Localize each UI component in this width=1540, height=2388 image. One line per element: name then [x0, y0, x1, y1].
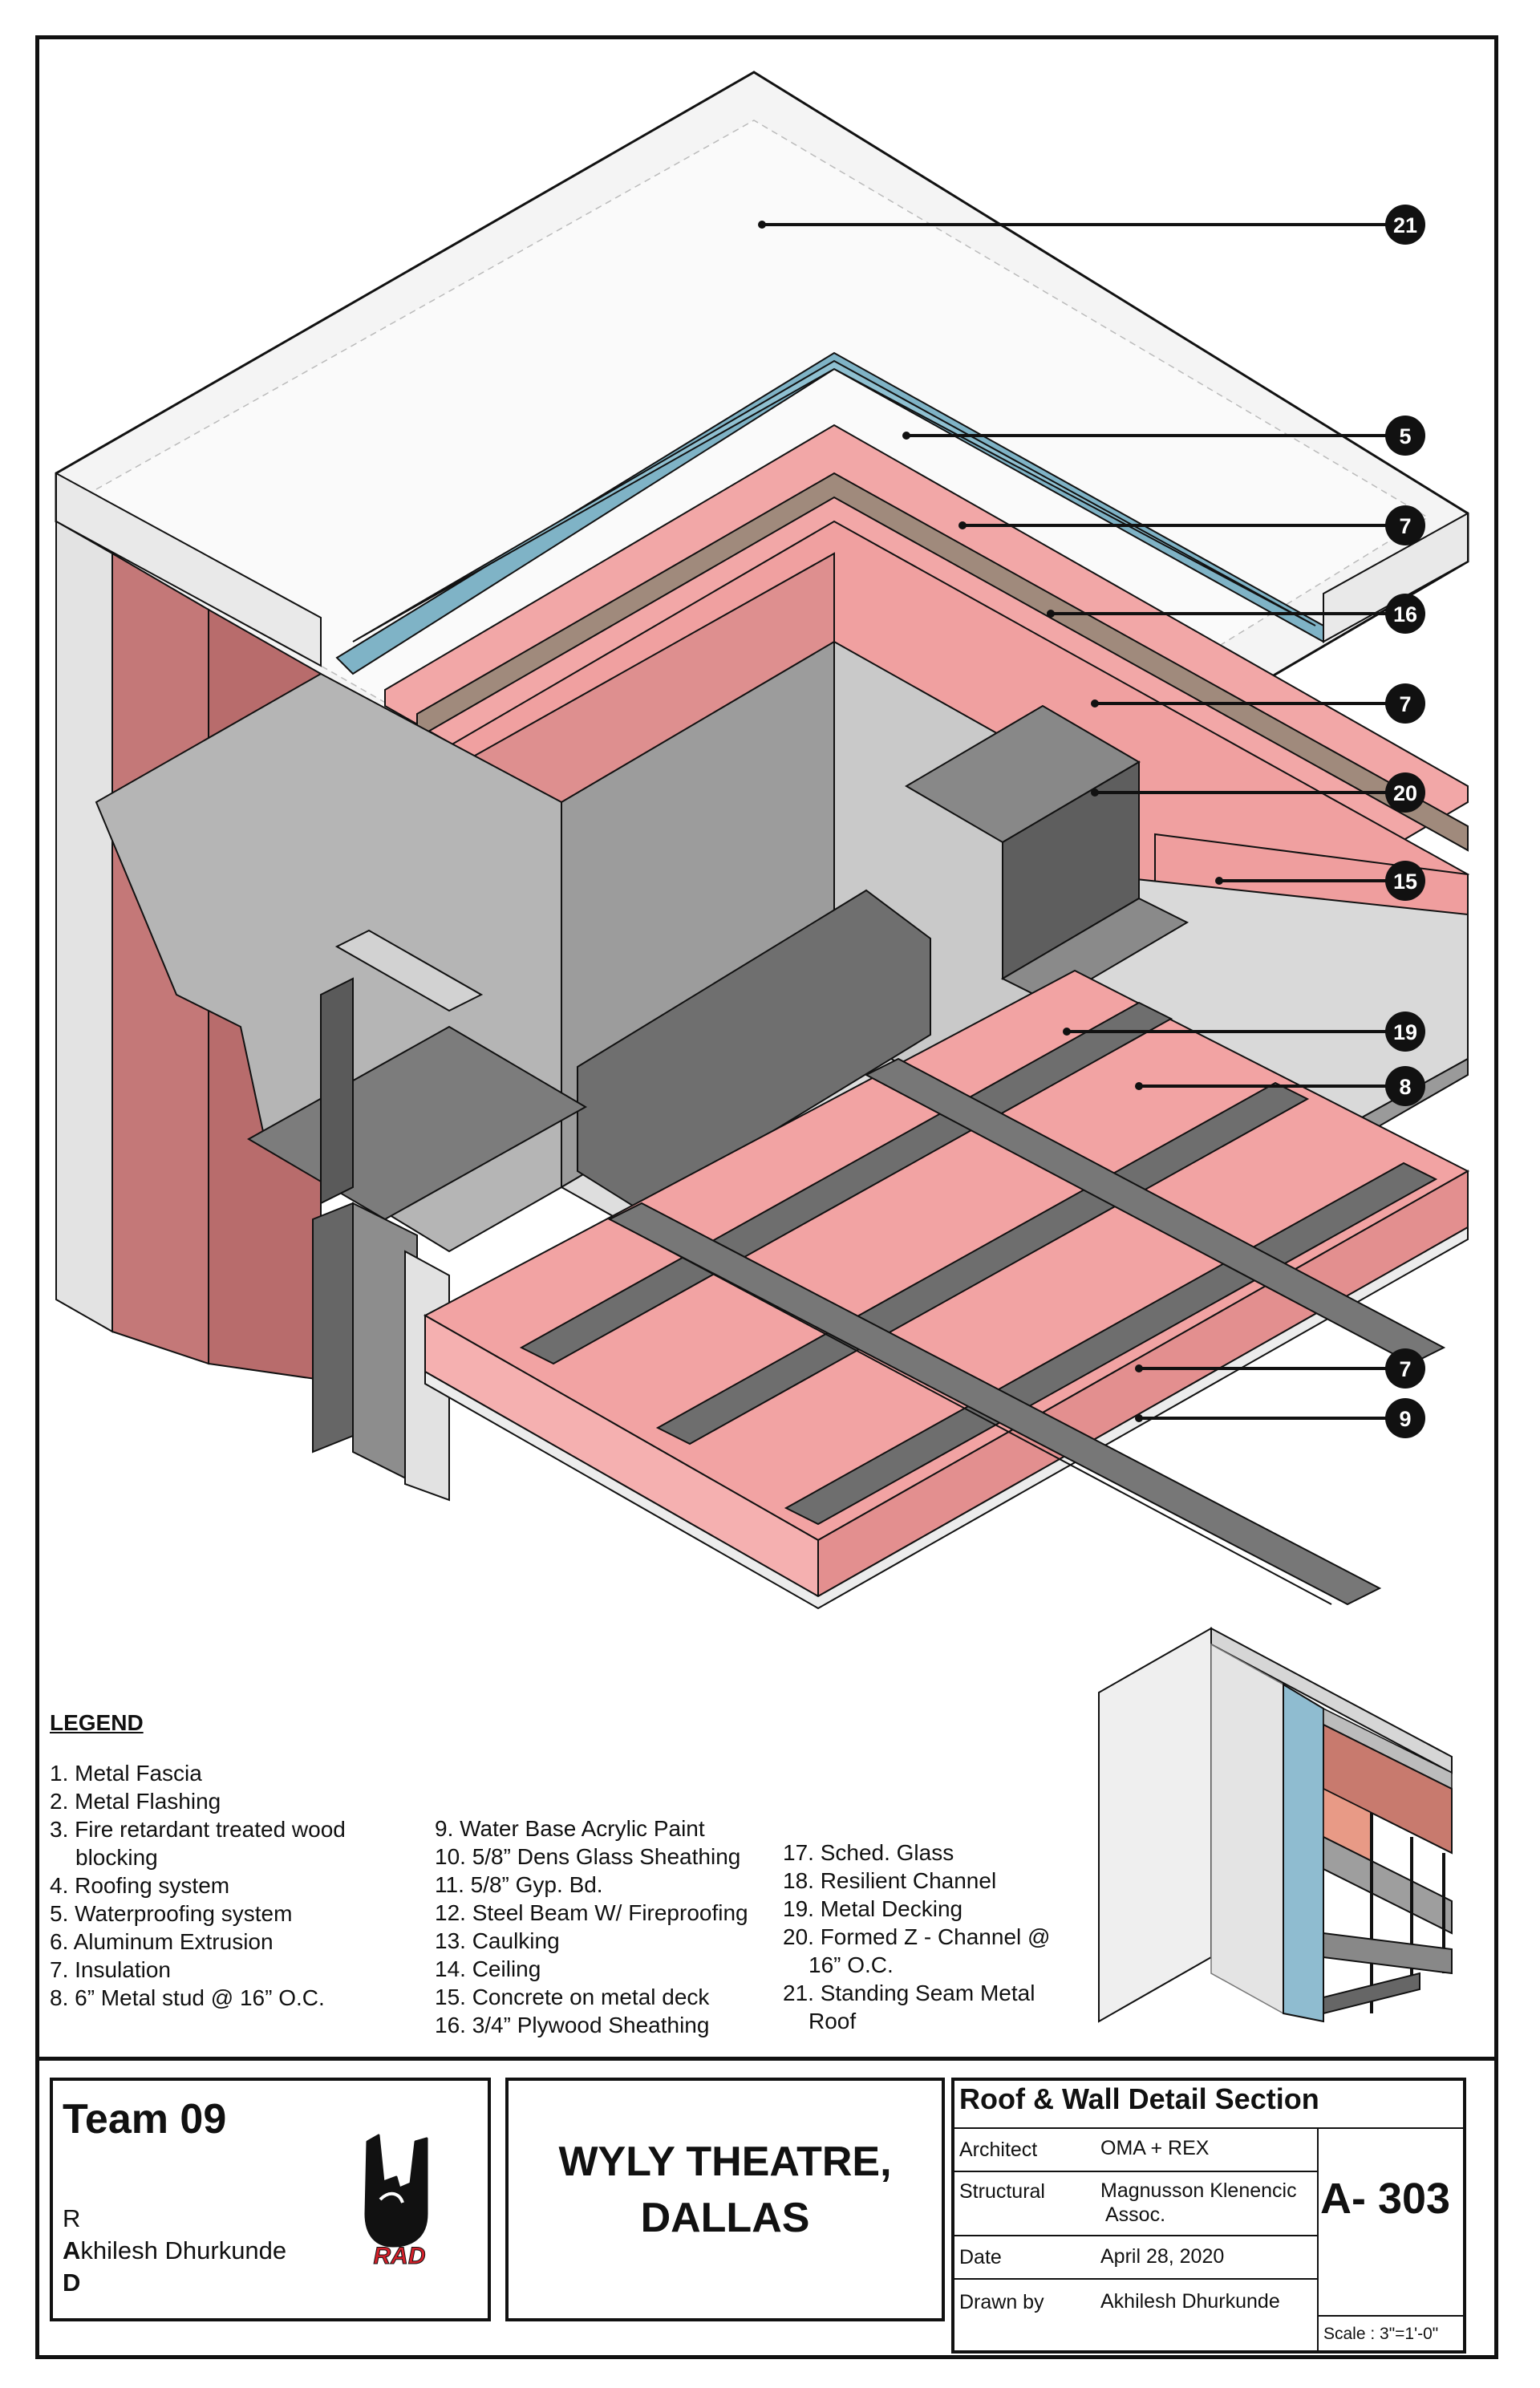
legend-column-1: 1. Metal Fascia 2. Metal Flashing 3. Fir…: [50, 1759, 403, 2012]
legend-item: 20. Formed Z - Channel @ 16” O.C.: [783, 1924, 1051, 1977]
date-label: Date: [959, 2246, 1002, 2268]
waterproofing-top: [352, 359, 1316, 643]
rad-logo-icon: RAD: [364, 2134, 428, 2270]
structural-label: Structural: [959, 2180, 1045, 2203]
legend-item: 21. Standing Seam Metal Roof: [783, 1981, 1035, 2033]
callout-number: 21: [1393, 213, 1417, 237]
row-divider: [951, 2127, 1466, 2129]
title-block-divider: [35, 2057, 1498, 2061]
legend-item: 5. Waterproofing system: [50, 1901, 293, 1926]
legend-item: 13. Caulking: [435, 1928, 560, 1953]
roof-left-face: [55, 472, 322, 667]
legend-item: 16. 3/4” Plywood Sheathing: [435, 2013, 710, 2037]
metal-decking-center: [577, 889, 931, 1213]
callout-number: 5: [1399, 424, 1411, 448]
metal-stud-grid: [519, 1001, 1446, 1606]
legend-item: 17. Sched. Glass: [783, 1840, 954, 1865]
project-panel: [505, 2078, 945, 2321]
callout-number: 16: [1393, 602, 1417, 626]
team-member-d: D: [63, 2268, 81, 2297]
metal-decking-rib: [334, 929, 484, 1012]
project-name: WYLY THEATRE, DALLAS: [507, 2134, 943, 2246]
callout-19: 19: [1385, 1012, 1425, 1052]
legend-column-3: 17. Sched. Glass 18. Resilient Channel 1…: [783, 1839, 1088, 2035]
callout-number: 19: [1393, 1020, 1417, 1044]
legend-item: 3. Fire retardant treated wood blocking: [50, 1817, 346, 1870]
drawing-scale: Scale : 3"=1'-0": [1323, 2325, 1439, 2343]
legend-item: 1. Metal Fascia: [50, 1761, 202, 1786]
legend-title: LEGEND: [50, 1710, 144, 1735]
callout-20: 20: [1385, 772, 1425, 813]
legend-item: 9. Water Base Acrylic Paint: [435, 1816, 705, 1841]
wall-concrete-outer: [55, 520, 113, 1333]
legend-item: 10. 5/8” Dens Glass Sheathing: [435, 1844, 741, 1869]
team-member-r: R: [63, 2204, 81, 2232]
row-divider: [951, 2235, 1317, 2236]
project-name-line-2: DALLAS: [640, 2195, 810, 2241]
team-panel: [50, 2078, 491, 2321]
date-value: April 28, 2020: [1100, 2245, 1225, 2268]
row-divider: [951, 2171, 1317, 2172]
callout-number: 7: [1399, 1357, 1411, 1381]
legend-item: 11. 5/8” Gyp. Bd.: [435, 1872, 603, 1897]
callout-21: 21: [1385, 205, 1425, 245]
callout-16: 16: [1385, 594, 1425, 634]
legend-item: 14. Ceiling: [435, 1956, 541, 1981]
callout-number: 20: [1393, 781, 1417, 805]
sheet-number: A- 303: [1320, 2175, 1451, 2223]
callout-8: 8: [1385, 1066, 1425, 1106]
callout-9: 9: [1385, 1398, 1425, 1438]
callout-7b: 7: [1385, 683, 1425, 724]
callout-7a: 7: [1385, 505, 1425, 545]
callout-number: 7: [1399, 692, 1411, 716]
callout-bubbles: 21 5 7 16 7 20 15 19 8 7 9: [1385, 205, 1425, 1438]
callout-15: 15: [1385, 861, 1425, 901]
drawn-by-label: Drawn by: [959, 2291, 1044, 2313]
legend-item: 19. Metal Decking: [783, 1896, 963, 1921]
row-divider: [951, 2278, 1317, 2280]
legend-item: 8. 6” Metal stud @ 16” O.C.: [50, 1985, 325, 2010]
callout-number: 7: [1399, 514, 1411, 538]
team-name: Team 09: [63, 2096, 227, 2143]
sheet-info-panel: [951, 2078, 1466, 2354]
legend-item: 6. Aluminum Extrusion: [50, 1929, 274, 1954]
project-name-line-1: WYLY THEATRE,: [558, 2139, 892, 2185]
callout-number: 9: [1399, 1407, 1411, 1431]
structural-value-line-1: Magnusson Klenencic: [1100, 2179, 1297, 2202]
drawing-sheet-border: [35, 35, 1498, 2359]
roof-wall-isometric-detail: 21 5 7 16 7 20 15 19 8 7 9: [55, 71, 1470, 1610]
team-member-a-name: khilesh Dhurkunde: [80, 2236, 287, 2264]
callout-number: 8: [1399, 1075, 1411, 1099]
architect-label: Architect: [959, 2139, 1038, 2161]
callout-leaders: [762, 223, 1405, 1420]
legend-item: 2. Metal Flashing: [50, 1789, 221, 1814]
structural-value: Magnusson Klenencic Assoc.: [1100, 2179, 1297, 2227]
column-divider: [1317, 2127, 1319, 2354]
drawn-by-value: Akhilesh Dhurkunde: [1100, 2290, 1280, 2313]
waterproofing-layer: [335, 351, 1324, 675]
steel-column: [312, 1202, 354, 1453]
team-member-a: Akhilesh Dhurkunde: [63, 2236, 286, 2265]
row-divider: [1317, 2315, 1466, 2317]
legend-item: 4. Roofing system: [50, 1873, 230, 1898]
key-plan-thumbnail: [1098, 1627, 1453, 2023]
architect-value: OMA + REX: [1100, 2137, 1210, 2159]
legend-column-2: 9. Water Base Acrylic Paint 10. 5/8” Den…: [435, 1814, 788, 2039]
callout-5: 5: [1385, 416, 1425, 456]
rad-logo-text: RAD: [374, 2243, 426, 2269]
legend-item: 12. Steel Beam W/ Fireproofing: [435, 1900, 748, 1925]
callout-7c: 7: [1385, 1348, 1425, 1389]
legend-item: 15. Concrete on metal deck: [435, 1985, 710, 2009]
sheet-title: Roof & Wall Detail Section: [959, 2082, 1319, 2115]
callout-number: 15: [1393, 870, 1417, 894]
steel-beam-web: [320, 977, 354, 1205]
ceiling-paint-finish: [424, 1226, 1469, 1610]
legend-item: 18. Resilient Channel: [783, 1868, 997, 1893]
callout-dots: [758, 221, 1223, 1422]
team-member-a-initial: A: [63, 2236, 81, 2264]
structural-value-line-2: Assoc.: [1105, 2204, 1166, 2226]
legend-item: 7. Insulation: [50, 1957, 171, 1982]
